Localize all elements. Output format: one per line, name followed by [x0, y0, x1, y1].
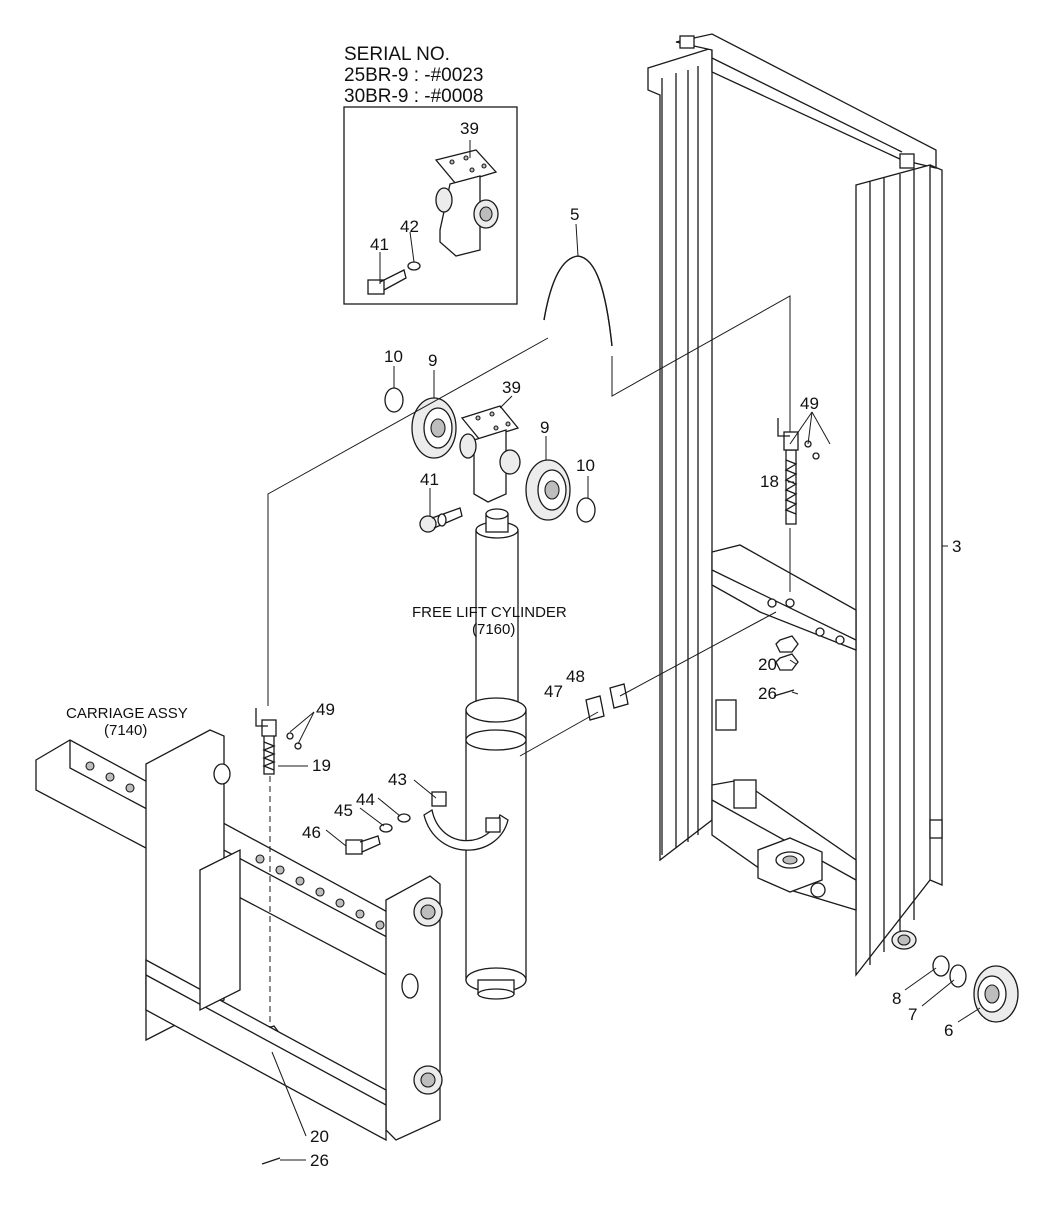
washer-44 — [397, 813, 411, 823]
snap-ring-right-10 — [576, 497, 596, 523]
callout-19: 19 — [312, 756, 331, 775]
cotter-pin-26-left — [261, 1157, 281, 1165]
serial-line-30br: 30BR-9 : -#0008 — [344, 86, 483, 107]
free-lift-cylinder-label: FREE LIFT CYLINDER — [412, 604, 567, 621]
callout-49-right: 49 — [800, 394, 819, 413]
carriage-assy-ref: (7140) — [104, 722, 147, 739]
callout-7: 7 — [908, 1005, 917, 1024]
callout-45: 45 — [334, 801, 353, 820]
bracket-39 — [459, 405, 521, 503]
callout-41-main: 41 — [420, 470, 439, 489]
callout-5: 5 — [570, 205, 579, 224]
bolt-41 — [419, 507, 463, 533]
plate-47 — [585, 695, 605, 721]
mast-frame — [647, 33, 943, 977]
callout-numbers: 39 42 41 5 10 9 39 9 10 41 49 18 3 20 26… — [302, 119, 961, 1170]
carriage-assy — [35, 729, 443, 1142]
callout-46: 46 — [302, 823, 321, 842]
shim-ring-8 — [932, 955, 950, 977]
callout-49-left: 49 — [316, 700, 335, 719]
serial-text: SERIAL NO. 25BR-9 : -#0023 30BR-9 : -#00… — [344, 44, 483, 107]
callout-6: 6 — [944, 1021, 953, 1040]
sheave-left-9 — [411, 397, 457, 459]
serial-heading: SERIAL NO. — [344, 44, 450, 65]
callout-3: 3 — [952, 537, 961, 556]
leader-lines — [267, 140, 981, 1161]
free-lift-cylinder — [465, 508, 527, 1000]
callout-39-inset: 39 — [460, 119, 479, 138]
callout-39-main: 39 — [502, 378, 521, 397]
callout-26-left: 26 — [310, 1151, 329, 1170]
chain-anchor-19 — [261, 719, 277, 775]
chain-5 — [543, 255, 613, 347]
cotter-pin-26-right — [773, 689, 795, 697]
nut-20-right — [775, 635, 799, 671]
shim-ring-7 — [949, 964, 967, 988]
callout-10-right: 10 — [576, 456, 595, 475]
callout-26-right: 26 — [758, 684, 777, 703]
callout-20-right: 20 — [758, 655, 777, 674]
callout-44: 44 — [356, 790, 375, 809]
callout-41-inset: 41 — [370, 235, 389, 254]
serial-inset — [343, 106, 518, 305]
callout-9-right: 9 — [540, 418, 549, 437]
chain-anchor-18 — [783, 431, 799, 525]
callout-20-left: 20 — [310, 1127, 329, 1146]
callout-9-left: 9 — [428, 351, 437, 370]
snap-ring-left-10 — [384, 387, 404, 413]
callout-18: 18 — [760, 472, 779, 491]
serial-line-25br: 25BR-9 : -#0023 — [344, 65, 483, 86]
washer-45 — [379, 823, 393, 833]
clamp-43 — [423, 791, 509, 851]
bolt-46 — [345, 835, 381, 855]
callout-42-inset: 42 — [400, 217, 419, 236]
carriage-assy-label: CARRIAGE ASSY — [66, 705, 188, 722]
callout-8: 8 — [892, 989, 901, 1008]
roller-bearing-6 — [973, 965, 1019, 1023]
callout-10-left: 10 — [384, 347, 403, 366]
callout-48: 48 — [566, 667, 585, 686]
sheave-right-9 — [525, 459, 571, 521]
callout-47: 47 — [544, 682, 563, 701]
plate-48 — [609, 683, 629, 709]
callout-43: 43 — [388, 770, 407, 789]
free-lift-cylinder-ref: (7160) — [472, 621, 515, 638]
